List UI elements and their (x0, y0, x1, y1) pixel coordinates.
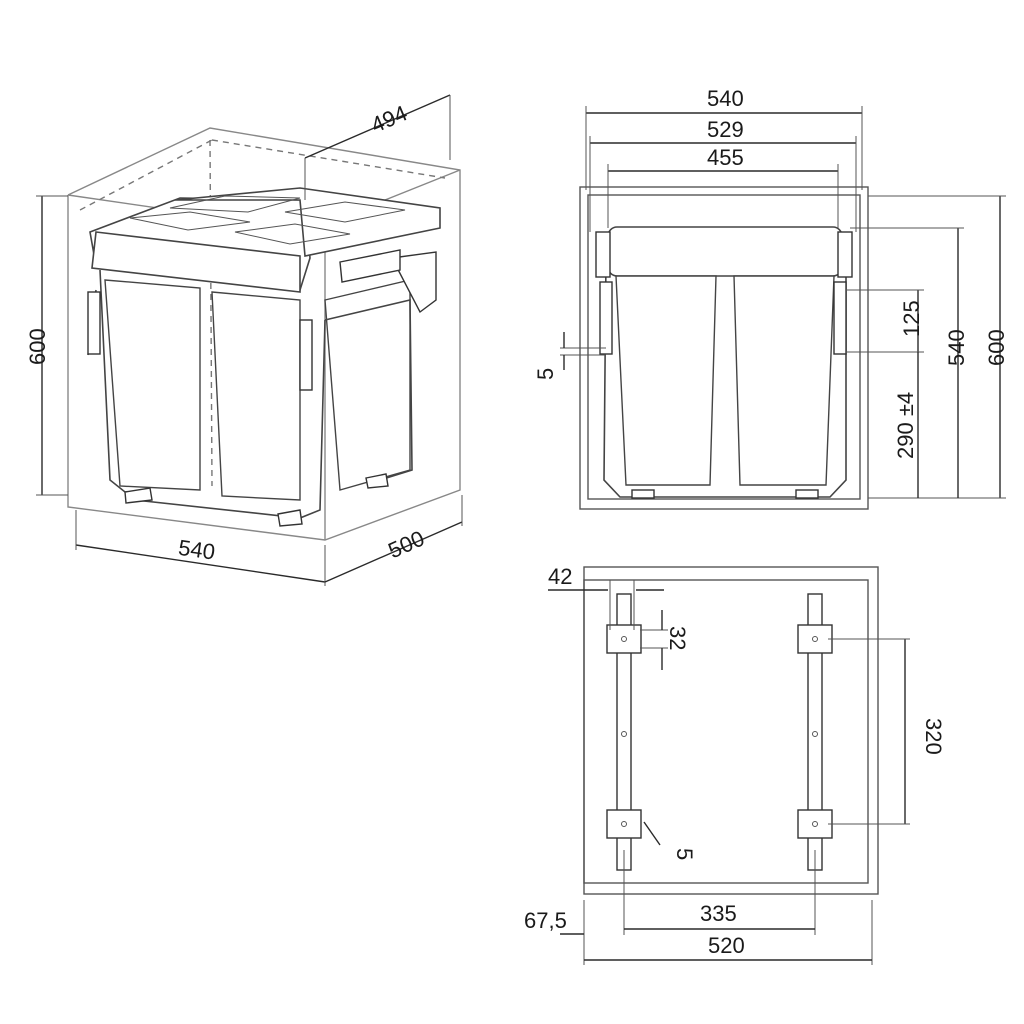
base-dimension-lines (548, 580, 910, 965)
base-offset-42-label: 42 (548, 564, 572, 589)
front-height-600-label: 600 (984, 329, 1009, 366)
base-rail-spacing-335-label: 335 (700, 901, 737, 926)
front-height-290-label: 290 ±4 (893, 392, 918, 459)
base-rail-320-label: 320 (921, 718, 946, 755)
front-width-inner-label: 455 (707, 145, 744, 170)
iso-dimension-lines (36, 94, 463, 586)
iso-depth-label: 500 (384, 525, 428, 563)
base-rail-right (797, 593, 833, 871)
iso-depth-top-label: 494 (367, 100, 411, 137)
front-height-125-label: 125 (899, 300, 924, 337)
front-bin-right (733, 275, 835, 486)
iso-height-label: 600 (25, 328, 50, 365)
base-rail-left (606, 593, 642, 871)
front-offset-5-label: 5 (533, 368, 558, 380)
base-hole-5-label: 5 (672, 848, 697, 860)
pullout-unit (87, 187, 441, 527)
front-dimension-lines (560, 106, 1006, 499)
front-height-540-label: 540 (944, 329, 969, 366)
front-width-mid-label: 529 (707, 117, 744, 142)
base-width-520-label: 520 (708, 933, 745, 958)
front-lid (607, 226, 843, 277)
base-hole-32-label: 32 (665, 626, 690, 650)
front-view: 540 529 455 125 540 600 290 ±4 5 (533, 86, 1009, 510)
iso-width-label: 540 (177, 535, 217, 565)
base-view: 42 32 320 5 67,5 335 520 (524, 564, 946, 965)
base-inner-board (583, 579, 869, 884)
front-bin-left (615, 275, 717, 486)
isometric-view: 494 600 540 500 (25, 94, 463, 586)
front-width-outer-label: 540 (707, 86, 744, 111)
base-offset-67-5-label: 67,5 (524, 908, 567, 933)
